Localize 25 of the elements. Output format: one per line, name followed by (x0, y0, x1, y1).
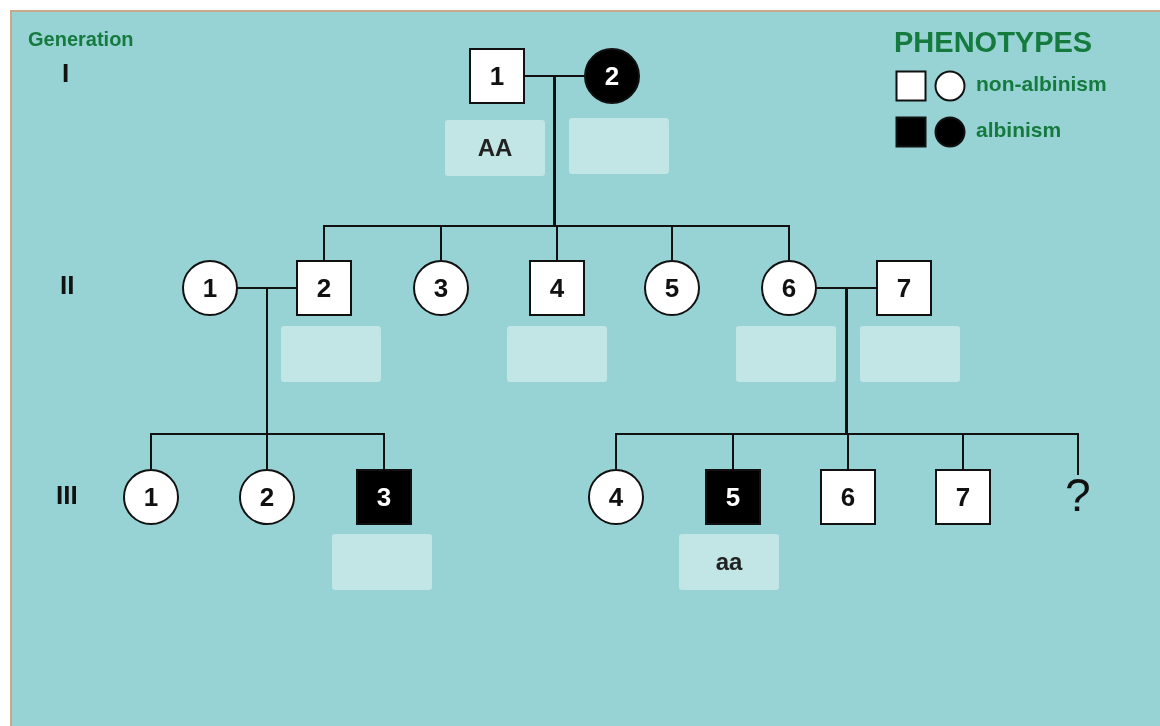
affected-square: 3 (356, 469, 412, 525)
generation-heading: Generation (28, 28, 134, 51)
answer-box (736, 326, 836, 382)
answer-box (332, 534, 432, 590)
question-mark: ? (1065, 469, 1091, 521)
genotype-box: aa (679, 534, 779, 590)
answer-box (569, 118, 669, 174)
generation-numeral: II (60, 270, 75, 301)
descent-line (266, 287, 385, 470)
affected-square: 5 (705, 469, 761, 525)
pedigree-square: 7 (935, 469, 991, 525)
generation-numeral: I (62, 58, 70, 89)
legend-label: albinism (976, 118, 1062, 142)
genotype-box: AA (445, 120, 545, 176)
pedigree-square: 7 (876, 260, 932, 316)
answer-box (507, 326, 607, 382)
legend-label: non-albinism (976, 72, 1107, 96)
pedigree-square: 2 (296, 260, 352, 316)
pedigree-square: 6 (820, 469, 876, 525)
generation-numeral: III (56, 480, 78, 511)
answer-box (860, 326, 960, 382)
answer-box (281, 326, 381, 382)
pedigree-square: 4 (529, 260, 585, 316)
legend-heading: PHENOTYPES (894, 26, 1093, 59)
pedigree-square: 1 (469, 48, 525, 104)
